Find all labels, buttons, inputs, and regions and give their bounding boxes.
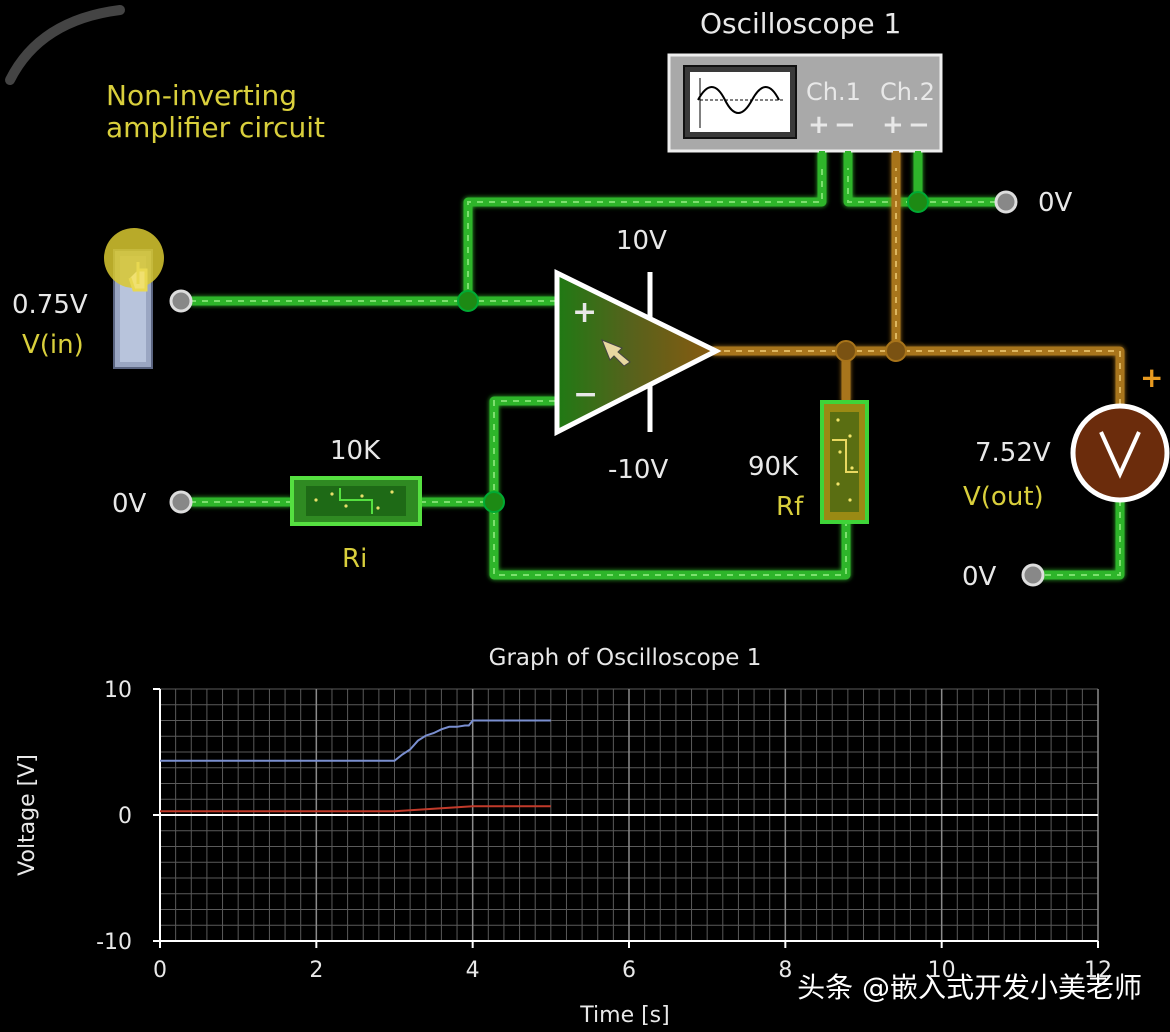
output-voltage-value: 7.52V [975,438,1051,468]
x-tick-label: 10 [928,958,956,983]
scope-ground-terminal[interactable] [994,190,1018,214]
opamp-minus-sign: − [573,377,599,412]
x-tick-label: 0 [153,958,167,983]
output-voltage-label: V(out) [963,482,1044,512]
y-tick-label: 10 [104,678,132,703]
x-tick-label: 6 [622,958,636,983]
opamp[interactable] [554,268,722,437]
input-voltage-value: 0.75V [12,290,88,320]
scope-ch1-plus: + [808,110,830,140]
junction-dot [885,340,907,362]
input-terminal[interactable] [169,289,193,313]
ri-ground-label: 0V [112,489,147,519]
ri-value: 10K [330,436,381,466]
x-tick-label: 8 [778,958,792,983]
circuit-title-line2: amplifier circuit [106,111,326,144]
scope-ch1-minus: − [834,110,856,140]
ri-label: Ri [342,544,368,574]
junction-dot [907,191,929,213]
scope-ch2-plus: + [882,110,904,140]
rf-label: Rf [776,492,804,522]
meter-ground-label: 0V [962,562,997,592]
series-line-2 [160,805,551,813]
corner-decoration [5,5,125,85]
y-tick-label: 0 [118,804,132,829]
circuit-title-line1: Non-inverting [106,79,298,112]
scope-ground-label: 0V [1038,188,1073,218]
y-tick-label: -10 [96,930,132,955]
scope-ch2-minus: − [908,110,930,140]
chart-grid [159,688,1099,942]
chart-series [160,719,551,813]
resistor-ri[interactable] [290,476,422,526]
chart-title: Graph of Oscilloscope 1 [489,645,762,671]
voltmeter-plus-sign: + [1140,361,1164,394]
chart-ticks: 0 2 4 6 8 10 12 10 0 -10 [96,678,1112,983]
x-tick-label: 4 [466,958,480,983]
circuit-schematic [5,5,1170,587]
junction-dot [457,290,479,312]
voltmeter[interactable] [1070,403,1170,503]
ri-ground-terminal[interactable] [169,490,193,514]
junction-dot [835,340,857,362]
input-voltage-slider[interactable] [104,228,164,369]
x-tick-label: 12 [1084,958,1112,983]
resistor-rf[interactable] [820,400,869,524]
watermark: 头条 @嵌入式开发小美老师 [797,971,1142,1004]
scope-ch1-label: Ch.1 [806,78,861,106]
scope-sine-icon [697,86,780,114]
opamp-vpos-label: 10V [616,226,667,256]
opamp-vneg-label: -10V [608,455,669,485]
x-tick-label: 2 [309,958,323,983]
oscilloscope-panel[interactable] [667,53,943,153]
junction-dot [483,491,505,513]
series-line-1 [160,719,551,762]
rf-value: 90K [748,452,799,482]
meter-ground-terminal[interactable] [1021,563,1045,587]
chart-xlabel: Time [s] [579,1003,669,1028]
oscilloscope-title: Oscilloscope 1 [700,7,902,40]
opamp-plus-sign: + [572,295,598,330]
scope-ch2-label: Ch.2 [880,78,935,106]
input-voltage-label: V(in) [22,330,84,360]
chart-ylabel: Voltage [V] [15,754,40,876]
